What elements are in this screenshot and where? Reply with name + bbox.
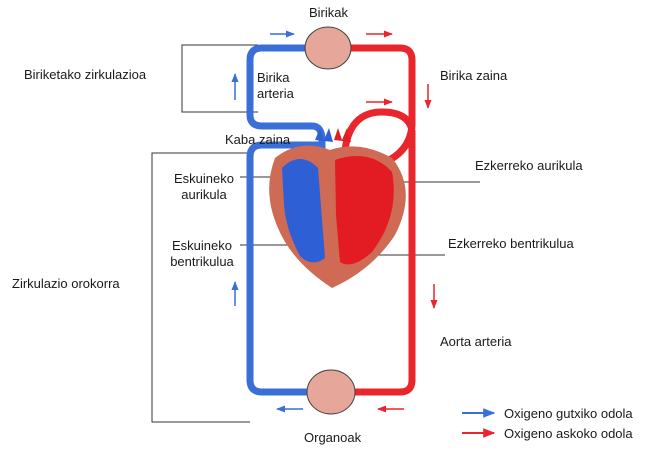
vena-cava-label: Kaba zaina [225,132,290,147]
lungs-label: Birikak [309,5,348,20]
aortic-arch-vessel [345,112,412,150]
aorta-label: Aorta arteria [440,334,512,349]
pulmonary-artery-label-1: Birika [257,70,290,85]
heart [269,128,406,288]
legend-deoxygenated-label: Oxigeno gutxiko odola [504,406,633,421]
right-ventricle-label-1: Eskuineko [162,238,242,253]
right-ventricle-label-2: bentrikulua [162,254,242,269]
left-atrium-label: Ezkerreko aurikula [475,158,583,173]
legend-oxygenated-label: Oxigeno askoko odola [504,426,633,441]
pulmonary-circulation-label: Biriketako zirkulazioa [24,67,146,82]
pulmonary-artery-label-2: arteria [257,86,294,101]
organs-label: Organoak [304,430,361,445]
right-atrium-label-1: Eskuineko [172,171,236,186]
body-organs [307,370,355,414]
right-atrium-label-2: aurikula [172,187,236,202]
lungs-organ [305,27,351,69]
pulmonary-vein-label: Birika zaina [440,68,507,83]
systemic-circulation-label: Zirkulazio orokorra [12,276,120,291]
left-ventricle-label: Ezkerreko bentrikulua [448,236,574,251]
